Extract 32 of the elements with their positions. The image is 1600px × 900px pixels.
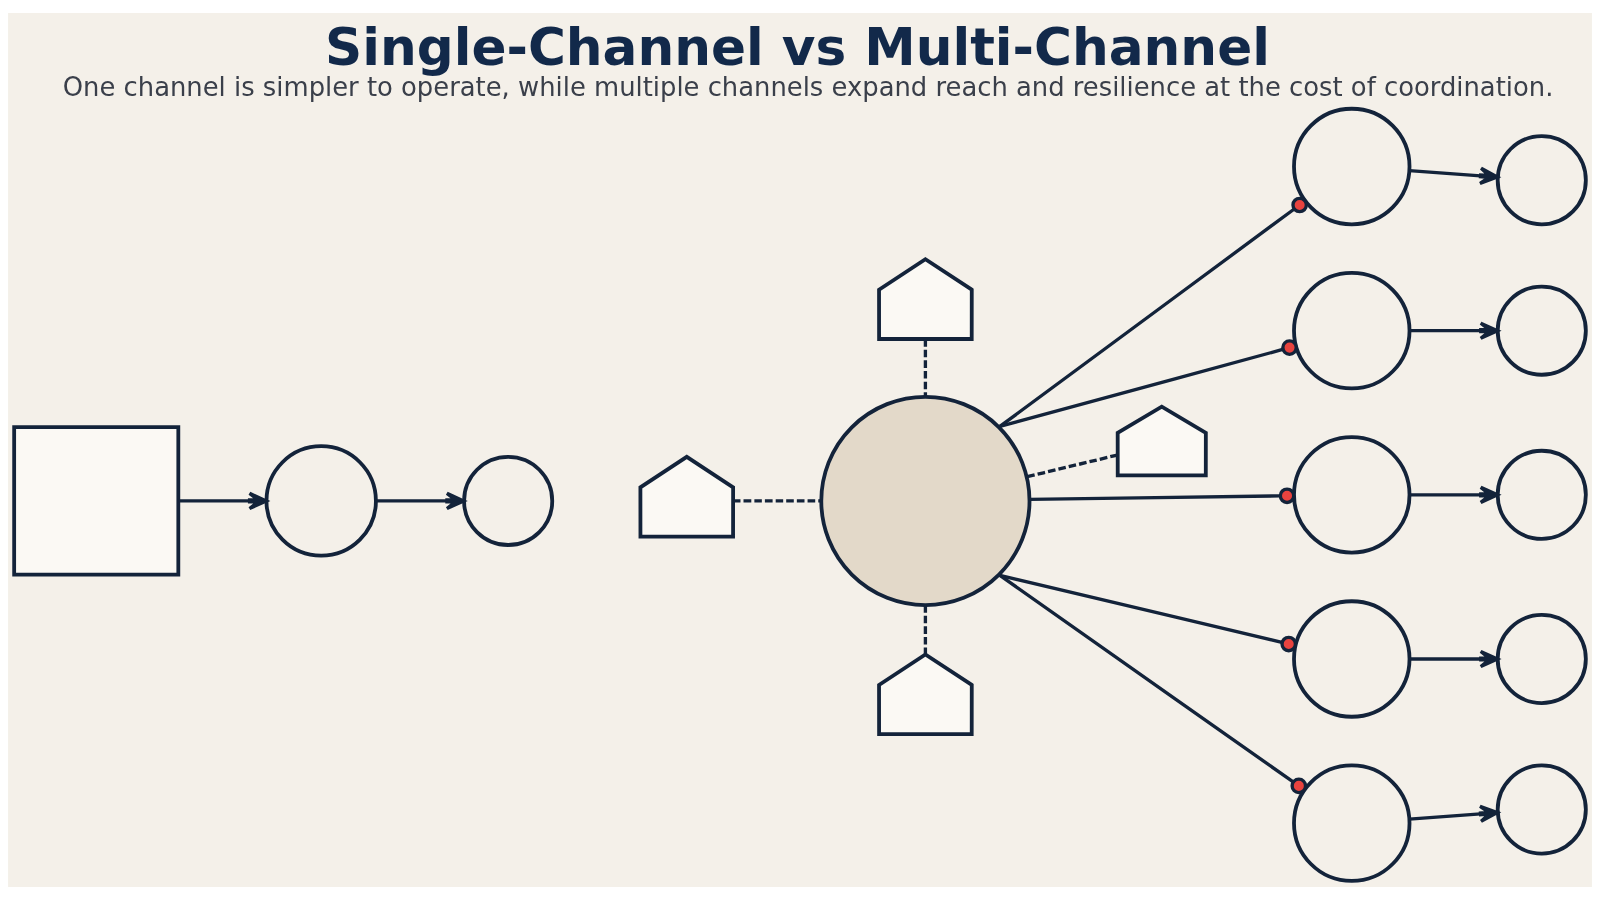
connector — [999, 573, 1298, 653]
node-person — [462, 454, 555, 547]
node-circle — [819, 394, 1032, 607]
arrow — [1409, 166, 1499, 185]
node-person — [1495, 448, 1588, 541]
arrow — [1409, 804, 1499, 823]
connector — [923, 605, 928, 655]
node-circle — [1292, 599, 1412, 719]
node-person — [1495, 763, 1588, 856]
arrow — [178, 491, 268, 511]
arrow — [1409, 321, 1500, 340]
connector — [998, 574, 1308, 795]
node-box — [12, 425, 181, 577]
connector — [999, 339, 1298, 429]
arrow — [1409, 485, 1500, 505]
node-house — [877, 256, 974, 341]
arrow — [376, 491, 466, 511]
node-person — [1495, 134, 1588, 227]
node-person — [1495, 284, 1588, 377]
node-house — [1115, 404, 1208, 478]
connector — [1026, 453, 1118, 479]
connector — [998, 196, 1308, 428]
connector — [733, 499, 822, 503]
node-house — [638, 454, 736, 539]
node-circle — [264, 444, 378, 558]
node-person — [1495, 613, 1588, 705]
node-house — [877, 652, 974, 737]
node-circle — [1292, 435, 1412, 555]
arrow — [1409, 649, 1500, 669]
connector — [923, 339, 928, 397]
node-circle — [1292, 271, 1412, 391]
connector — [1029, 487, 1296, 505]
